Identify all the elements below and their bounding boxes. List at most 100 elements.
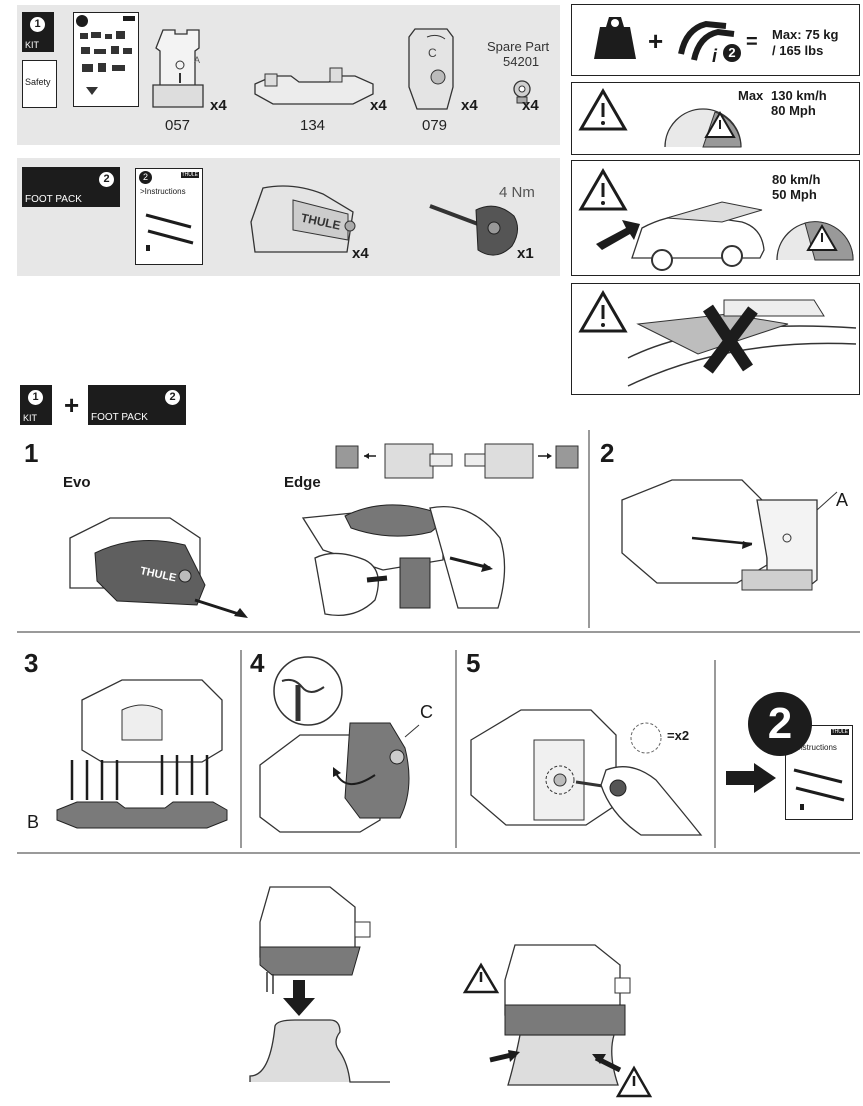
spare-part-qty: x4 xyxy=(522,97,539,114)
foot-unit-icon: THULE xyxy=(250,185,356,253)
combo-footpack-number: 2 xyxy=(165,390,180,405)
warning-triangle-icon xyxy=(578,88,628,131)
tool-torque: 4 Nm xyxy=(499,184,535,201)
kit-number: 1 xyxy=(30,17,45,32)
tool-qty: x1 xyxy=(517,245,534,262)
step-5-x2: =x2 xyxy=(667,728,690,743)
warning-triangle-icon-2 xyxy=(578,168,628,211)
section-divider-2 xyxy=(17,852,860,854)
no-roof-load-box xyxy=(571,283,860,395)
loading-speed-box xyxy=(571,160,860,276)
step-2-bracket-illustration xyxy=(621,479,838,591)
part-079-qty: x4 xyxy=(461,97,478,114)
warning-triangle-icon-3 xyxy=(578,290,628,333)
kit-parts-sheet xyxy=(73,12,139,107)
combo-footpack-badge: 2 FOOT PACK xyxy=(88,385,186,425)
next-roof-bars-icon xyxy=(793,768,845,810)
step-1-edge-hands-illustration xyxy=(301,504,506,617)
part-079-code: 079 xyxy=(422,117,448,134)
foot-seating-illustration xyxy=(249,886,390,1083)
step-3-pads-illustration xyxy=(56,679,228,829)
step-4-detail-circle-icon xyxy=(273,656,343,726)
step-divider-1-2 xyxy=(588,430,590,628)
kit-label: KIT xyxy=(25,40,40,50)
svg-text:A: A xyxy=(194,55,200,65)
svg-text:C: C xyxy=(428,46,437,60)
weight-icon xyxy=(594,17,636,59)
instructions-number: 2 xyxy=(139,171,152,184)
car-loading-icon xyxy=(596,201,765,271)
step-3-label-b: B xyxy=(27,812,40,832)
next-step-number: 2 xyxy=(748,692,812,756)
step-1-edge-label: Edge xyxy=(284,474,321,491)
foot-qty: x4 xyxy=(352,245,369,262)
step-5-number: 5 xyxy=(466,648,481,678)
next-thule-logo: THULE xyxy=(830,729,849,735)
max-speed-box xyxy=(571,82,860,155)
step-3-number: 3 xyxy=(24,648,39,678)
footpack-number: 2 xyxy=(99,172,114,187)
thule-mini-logo xyxy=(123,16,135,21)
torque-tool-icon xyxy=(429,204,518,256)
load-info-letter: i xyxy=(712,46,718,66)
combo-footpack-label: FOOT PACK xyxy=(91,412,148,423)
step-5-lock-detail-icon xyxy=(630,722,662,754)
kit-sheet-number-icon xyxy=(76,15,88,27)
combo-kit-badge: 1 KIT xyxy=(20,385,52,425)
part-057-code: 057 xyxy=(165,117,191,134)
foot-seated-warning-illustration xyxy=(462,944,653,1098)
step-5-lock-install-illustration xyxy=(470,709,703,836)
step-4-label-c: C xyxy=(420,702,433,722)
max-speed-kmh: 130 km/h xyxy=(771,88,827,103)
step-1-evo-foot-illustration: THULE xyxy=(69,517,248,618)
next-step-arrow-icon xyxy=(726,763,776,793)
load-equals: = xyxy=(746,31,758,53)
speed-mph: 50 Mph xyxy=(772,187,817,202)
step-divider-3-4 xyxy=(240,650,242,848)
speedometer-icon xyxy=(664,108,742,148)
part-134-qty: x4 xyxy=(370,97,387,114)
step-1-number: 1 xyxy=(24,438,39,468)
step-1-edge-adapters-illustration xyxy=(335,443,579,479)
step-4-cover-illustration xyxy=(259,722,420,833)
step-divider-4-5 xyxy=(455,650,457,848)
next-instructions-label: Instructions xyxy=(796,743,837,752)
footpack-label: FOOT PACK xyxy=(25,194,82,205)
roof-bars-icon xyxy=(145,213,194,251)
speedometer-icon-2 xyxy=(776,221,854,261)
footpack-instructions-sheet: 2 THULE >Instructions xyxy=(135,168,203,265)
kit-badge: 1 KIT xyxy=(22,12,54,52)
max-speed-prefix: Max xyxy=(738,88,764,103)
part-134-pad-icon xyxy=(254,67,374,105)
combo-plus: + xyxy=(64,390,80,420)
part-057-bracket-icon: A xyxy=(152,29,204,108)
part-057-qty: x4 xyxy=(210,97,227,114)
parts-overview-icon xyxy=(80,31,132,95)
step-4-number: 4 xyxy=(250,648,265,678)
combo-kit-label: KIT xyxy=(23,413,38,423)
step-divider-5-next xyxy=(714,660,716,848)
part-079-cover-icon: C xyxy=(408,28,454,110)
safety-label: Safety xyxy=(25,77,51,87)
spare-part-label: Spare Part xyxy=(487,39,550,54)
load-info-num: 2 xyxy=(723,44,741,62)
no-roof-contact-icon xyxy=(627,299,857,387)
combo-kit-number: 1 xyxy=(28,390,43,405)
section-divider-1 xyxy=(17,631,860,633)
roof-rack-icon xyxy=(678,20,735,61)
step-2-label-a: A xyxy=(836,490,849,510)
thule-mini-label: THULE xyxy=(180,172,199,178)
safety-document: Safety xyxy=(22,60,57,108)
step-1-evo-label: Evo xyxy=(63,474,91,491)
footpack-badge: 2 FOOT PACK xyxy=(22,167,120,207)
spare-part-code: 54201 xyxy=(503,54,540,69)
spare-part-lock-icon xyxy=(513,80,531,104)
instructions-label: >Instructions xyxy=(140,187,186,196)
max-load-box xyxy=(571,4,860,76)
max-load-line2: / 165 lbs xyxy=(772,43,824,58)
step-2-number: 2 xyxy=(600,438,615,468)
part-134-code: 134 xyxy=(300,117,326,134)
load-plus: + xyxy=(648,26,664,56)
speed-kmh: 80 km/h xyxy=(772,172,821,187)
max-load-line1: Max: 75 kg xyxy=(772,27,839,42)
